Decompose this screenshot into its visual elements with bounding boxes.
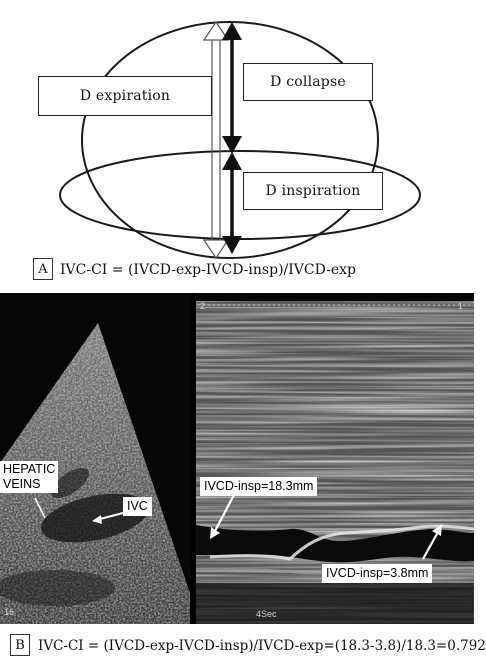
- m-mode-trace: [195, 301, 475, 624]
- panel-a-formula: IVC-CI = (IVCD-exp-IVCD-insp)/IVCD-exp: [60, 262, 356, 278]
- annotation-arrows: [34, 490, 442, 560]
- panel-b-caption-row: B IVC-CI = (IVCD-exp-IVCD-insp)/IVCD-exp…: [0, 624, 486, 670]
- panel-b-formula: IVC-CI = (IVCD-exp-IVCD-insp)/IVCD-exp=(…: [38, 638, 486, 654]
- ivcd-insp-bottom-label: IVCD-insp=3.8mm: [322, 564, 433, 583]
- top-marker-1: 1: [458, 301, 464, 311]
- ivcd-insp-top-label: IVCD-insp=18.3mm: [200, 477, 318, 496]
- hepatic-veins-label: HEPATIC VEINS: [0, 461, 59, 493]
- ultrasound-image: [0, 293, 475, 624]
- expiration-circle: [81, 21, 379, 259]
- ivc-schematic-drawing: [59, 20, 421, 260]
- d-collapse-label: D collapse: [243, 63, 373, 101]
- time-scale-label: 4Sec: [256, 609, 277, 619]
- ivc-label: IVC: [123, 497, 152, 516]
- panel-a-schematic: D expiration D collapse D inspiration A …: [0, 0, 474, 292]
- d-inspiration-label: D inspiration: [243, 172, 383, 210]
- hepatic-label-line2: VEINS: [3, 477, 41, 491]
- depth-marker: 16: [4, 607, 15, 617]
- hepatic-label-line1: HEPATIC: [3, 462, 56, 476]
- expiration-diameter-arrow: [202, 20, 230, 260]
- collapse-diameter-arrow: [222, 22, 242, 154]
- inspiration-diameter-arrow: [222, 152, 242, 254]
- top-marker-2: 2: [200, 301, 206, 311]
- b-mode-sector: [0, 323, 190, 624]
- panel-b-ultrasound: HEPATIC VEINS IVC IVCD-insp=18.3mm IVCD-…: [0, 293, 475, 624]
- d-expiration-label: D expiration: [38, 76, 212, 116]
- panel-a-tag: A: [33, 258, 53, 280]
- panel-b-tag: B: [10, 634, 30, 656]
